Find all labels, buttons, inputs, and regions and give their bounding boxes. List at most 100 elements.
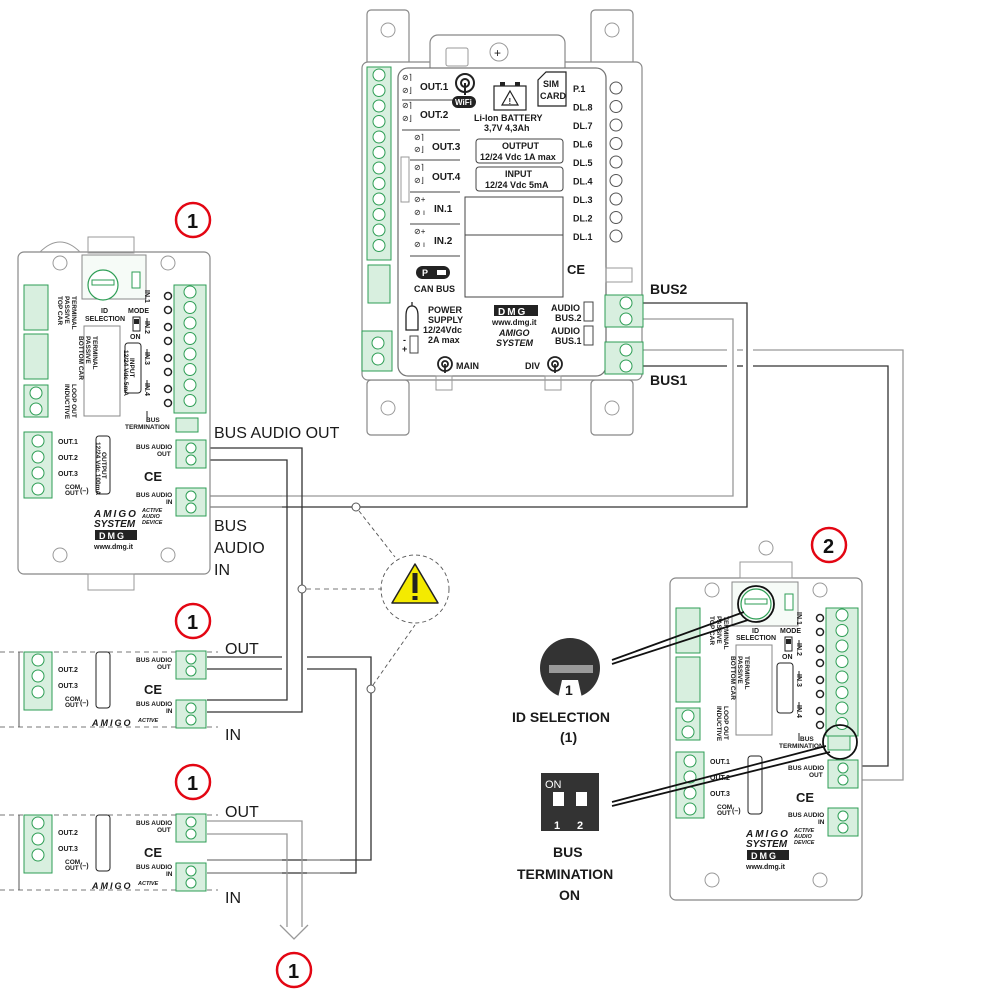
antenna-main-icon [437, 356, 453, 373]
ce-mark: CE [796, 790, 814, 805]
screw-icon [681, 709, 695, 723]
screw-icon [372, 115, 386, 128]
screw-icon [183, 285, 197, 299]
bottom-car-terminal[interactable] [675, 656, 701, 703]
antenna-main-label: MAIN [456, 361, 479, 371]
dip-switch-1[interactable] [553, 792, 564, 818]
ce-mark: CE [144, 682, 162, 697]
mode-dip [131, 271, 141, 289]
audio-bus1-label: BUS.1 [555, 336, 582, 346]
battery-connector [445, 47, 469, 67]
label-line: LOOP OUT [722, 706, 729, 740]
input-labels: IN.1IN.2IN.3IN.4 [795, 612, 825, 741]
wire-bus2-b [207, 318, 734, 497]
id-selection-detail: 1 [540, 638, 600, 699]
amigo-label: AMIGO [91, 881, 133, 891]
ce-mark: CE [144, 469, 162, 484]
badge-device-1: 1 [174, 201, 212, 239]
label-line: INDUCTIVE [715, 706, 722, 742]
dip-switch-2[interactable] [576, 792, 587, 818]
led-icon [609, 155, 623, 169]
audio-bus2-label: AUDIO [551, 303, 580, 313]
badge-device-1b: 1 [174, 602, 212, 640]
bus1-label: BUS1 [650, 372, 688, 388]
screw-icon [835, 701, 849, 715]
mounting-hole [160, 255, 176, 271]
antenna-connector [435, 375, 453, 391]
relay-symbol: ⊘⌉ [414, 163, 424, 172]
screw-icon [489, 42, 509, 62]
mode-label: MODE [128, 308, 149, 315]
can-bus-connector[interactable] [367, 264, 391, 304]
bus-termination-label: TERMINATION [125, 424, 170, 431]
screw-icon [31, 685, 45, 699]
input-minus: ⊘ ı [414, 240, 425, 249]
bus-termination-dip[interactable] [827, 735, 851, 751]
id-dial-pointer [558, 680, 582, 699]
label-line: 12/24 Vdc 5mA [122, 350, 129, 396]
amigo-label: AMIGO [91, 718, 133, 728]
terminal-screws [183, 285, 197, 407]
active-label: AUDIO [141, 514, 160, 520]
screw-icon [31, 816, 45, 830]
screw-icon [837, 810, 849, 822]
led-icon [609, 118, 623, 132]
label-line: TOP CAR [56, 296, 63, 325]
active-label: DEVICE [142, 520, 163, 526]
screw-icon [683, 786, 697, 800]
input-screw-icon [163, 384, 173, 394]
audio-bus1-label: AUDIO [551, 326, 580, 336]
input-spec-value: 12/24 Vdc 5mA [485, 180, 549, 190]
screw-icon [835, 686, 849, 699]
com-out-label: COM [65, 696, 80, 703]
leader-line [611, 745, 827, 803]
battery-warning-icon: ! [493, 82, 527, 111]
screw-icon [185, 665, 197, 677]
dmg-logo: DMG [494, 305, 538, 318]
top-car-terminal[interactable] [675, 607, 701, 654]
label-line: TERMINAL [91, 336, 98, 370]
com-polarity: (–) [80, 700, 89, 707]
input-screw-icon [815, 689, 825, 699]
junction-point [297, 584, 307, 594]
com-polarity: (–) [80, 863, 89, 870]
screw-icon [837, 822, 849, 834]
badge-device-1c: 1 [174, 763, 212, 801]
screw-icon [31, 450, 45, 464]
audio-device-terminator: ID SELECTION MODE ON TOP CAR PASSIVE TER… [669, 540, 863, 901]
bus-audio-in-callout: BUS [214, 518, 247, 535]
output-2-label: OUT.2 [58, 667, 78, 674]
display-window [83, 325, 121, 417]
input-2-label: IN.2 [434, 236, 453, 247]
screw-icon [835, 670, 849, 684]
power-supply-spec: 12/24Vdc [423, 325, 462, 335]
top-clip [87, 236, 135, 254]
can-bus-icon: P [416, 266, 450, 279]
top-car-terminal[interactable] [23, 284, 49, 331]
bottom-car-terminal[interactable] [23, 333, 49, 380]
bottom-car-label: BOTTOM CAR PASSIVE TERMINAL [77, 336, 98, 380]
screw-icon [31, 669, 45, 683]
led-label: DL.2 [573, 214, 593, 224]
polarity-minus: - [403, 335, 406, 345]
bus-termination-dip[interactable] [175, 417, 199, 433]
highlight-circle [822, 724, 858, 760]
led-icon [609, 174, 623, 187]
brand-name: DMG [99, 531, 126, 541]
input-label: IN.1 [143, 290, 150, 303]
wire-dev3-out-b [207, 833, 288, 927]
input-minus: ⊘ ı [414, 208, 425, 217]
input-screw-icon [163, 353, 173, 363]
out-callout: OUT [225, 641, 259, 658]
dmg-logo: DMG [747, 850, 789, 861]
badge-device-2: 2 [810, 526, 848, 564]
mounting-hole [380, 400, 396, 416]
display-window [735, 644, 773, 736]
bus-audio-out-label: OUT [157, 451, 171, 458]
id-dial-slot [549, 665, 593, 673]
wire-dev1-out-a [207, 447, 303, 713]
leader-lines [611, 611, 831, 807]
screw-icon [371, 336, 385, 350]
screw-icon [31, 434, 45, 448]
com-out-label: OUT [717, 810, 731, 817]
